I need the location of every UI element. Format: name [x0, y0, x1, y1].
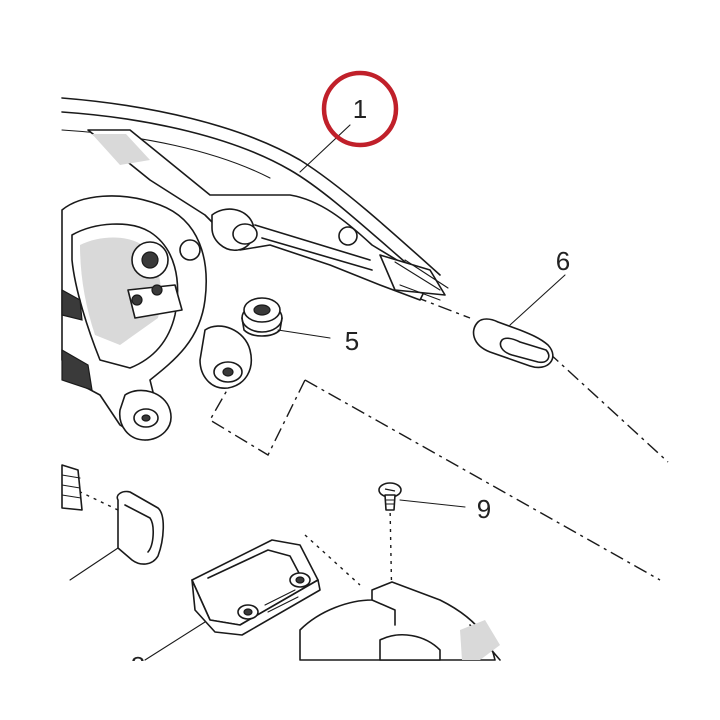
callout-6: 6 — [556, 246, 570, 276]
left-rubber-pad — [61, 464, 83, 511]
part-5-grommet — [241, 297, 283, 337]
left-plug — [116, 490, 165, 565]
leader-lines — [69, 124, 566, 661]
callout-1: 1 — [353, 94, 367, 124]
callout-9: 9 — [477, 494, 491, 524]
part-9-screw — [378, 482, 402, 511]
highlight-circle-callout-1 — [321, 70, 399, 148]
callout-5: 5 — [345, 326, 359, 356]
part-6-oval-plug — [472, 318, 554, 369]
part-8-holder-bracket — [191, 539, 321, 636]
lower-frame-section — [299, 581, 501, 661]
bottom-crop-mask — [0, 661, 720, 720]
part-1-tail-lamp-bracket — [61, 97, 449, 441]
